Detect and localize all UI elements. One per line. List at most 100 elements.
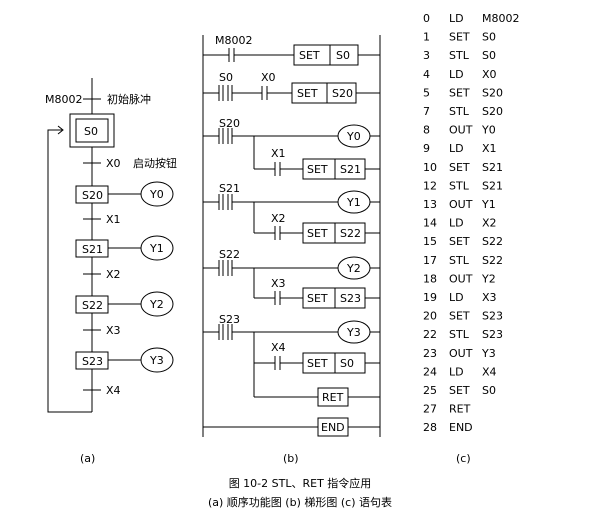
statement-operand: S20 xyxy=(482,86,503,99)
ladder-stl-s20-label: S20 xyxy=(219,117,240,130)
statement-step-number: 19 xyxy=(423,291,437,304)
statement-opcode: RET xyxy=(449,403,471,416)
sfc-transition-x3: X3 xyxy=(106,324,121,337)
sfc-initial-step-outer xyxy=(69,113,115,148)
statement-opcode: STL xyxy=(449,105,470,118)
statement-opcode: OUT xyxy=(449,347,473,360)
statement-opcode: SET xyxy=(449,384,470,397)
statement-operand: S21 xyxy=(482,161,503,174)
statement-opcode: SET xyxy=(449,86,470,99)
statement-opcode: OUT xyxy=(449,272,473,285)
statement-operand: S0 xyxy=(482,384,496,397)
statement-step-number: 12 xyxy=(423,179,437,192)
sfc-output-y0 xyxy=(140,181,174,207)
statement-operand: S22 xyxy=(482,254,503,267)
statement-operand: Y1 xyxy=(481,198,496,211)
statement-opcode: LD xyxy=(449,12,464,25)
statement-row: 24 LD X4 xyxy=(423,365,497,378)
statement-step-number: 15 xyxy=(423,235,437,248)
ladder-set-s0-op: SET xyxy=(299,49,320,62)
ladder-set-s21-op: SET xyxy=(307,163,328,176)
statement-step-number: 9 xyxy=(423,142,430,155)
statement-opcode: LD xyxy=(449,217,464,230)
statement-step-number: 20 xyxy=(423,310,437,323)
statement-list-label: (c) xyxy=(456,452,471,465)
figure-caption: 图 10-2 STL、RET 指令应用 xyxy=(229,476,372,490)
sfc-step-s23-label: S23 xyxy=(82,355,103,368)
statement-step-number: 25 xyxy=(423,384,437,397)
ladder-coil-y2-label: Y2 xyxy=(346,262,361,275)
statement-operand: Y2 xyxy=(481,272,496,285)
ladder-set-s0-return-target: S0 xyxy=(340,357,354,370)
ladder-stl-s0-label: S0 xyxy=(219,71,233,84)
statement-step-number: 8 xyxy=(423,124,430,137)
statement-step-number: 17 xyxy=(423,254,437,267)
ladder-contact-x1-label: X1 xyxy=(271,147,286,160)
statement-operand: X2 xyxy=(482,217,497,230)
statement-opcode: SET xyxy=(449,31,470,44)
ladder-coil-y3-label: Y3 xyxy=(346,326,361,339)
statement-opcode: SET xyxy=(449,310,470,323)
statement-step-number: 27 xyxy=(423,403,437,416)
sfc-transition-x0-note: 启动按钮 xyxy=(133,156,177,170)
statement-operand: S0 xyxy=(482,31,496,44)
statement-opcode: STL xyxy=(449,254,470,267)
ladder-set-s23-target: S23 xyxy=(340,292,361,305)
statement-step-number: 4 xyxy=(423,68,430,81)
statement-step-number: 23 xyxy=(423,347,437,360)
sfc-init-contact: M8002 xyxy=(45,93,83,106)
statement-operand: X4 xyxy=(482,365,497,378)
sfc-transition-x1: X1 xyxy=(106,213,121,226)
sfc-initial-step-inner xyxy=(75,118,109,143)
statement-row: 17 STL S22 xyxy=(423,254,503,267)
ladder-stl-s21-label: S21 xyxy=(219,182,240,195)
ladder-ret-label: RET xyxy=(322,391,344,404)
statement-step-number: 1 xyxy=(423,31,430,44)
statement-operand: S23 xyxy=(482,328,503,341)
sfc-output-y3-label: Y3 xyxy=(149,354,164,367)
ladder-set-s20-target: S20 xyxy=(332,87,353,100)
statement-row: 25 SET S0 xyxy=(423,384,496,397)
statement-opcode: LD xyxy=(449,68,464,81)
ladder-coil-y1-label: Y1 xyxy=(346,196,361,209)
ladder-set-s23-op: SET xyxy=(307,292,328,305)
statement-operand: M8002 xyxy=(482,12,520,25)
statement-step-number: 14 xyxy=(423,217,437,230)
statement-opcode: LD xyxy=(449,365,464,378)
ladder-contact-x4-label: X4 xyxy=(271,341,286,354)
sfc-label: (a) xyxy=(80,452,95,465)
sfc-output-y2 xyxy=(140,291,174,317)
ladder-stl-s23-label: S23 xyxy=(219,313,240,326)
statement-operand: Y3 xyxy=(481,347,496,360)
statement-step-number: 22 xyxy=(423,328,437,341)
ladder-set-s0-return-op: SET xyxy=(307,357,328,370)
ladder-set-s20-op: SET xyxy=(297,87,318,100)
ladder-set-s21-target: S21 xyxy=(340,163,361,176)
sfc-step-s22-label: S22 xyxy=(82,299,103,312)
statement-step-number: 24 xyxy=(423,365,437,378)
sfc-init-note: 初始脉冲 xyxy=(107,92,151,106)
figure-subcaption: (a) 顺序功能图 (b) 梯形图 (c) 语句表 xyxy=(208,495,392,509)
sequential-function-chart: M8002 初始脉冲 S0 X0 启动按钮 S20 Y0 X1 S21 Y1 X… xyxy=(45,78,177,465)
statement-operand: S20 xyxy=(482,105,503,118)
sfc-output-y0-label: Y0 xyxy=(149,188,164,201)
ladder-set-s22-op: SET xyxy=(307,227,328,240)
statement-opcode: LD xyxy=(449,142,464,155)
ladder-contact-x2-label: X2 xyxy=(271,212,286,225)
sfc-output-y1 xyxy=(140,235,174,261)
ladder-stl-s22-label: S22 xyxy=(219,248,240,261)
statement-opcode: SET xyxy=(449,235,470,248)
